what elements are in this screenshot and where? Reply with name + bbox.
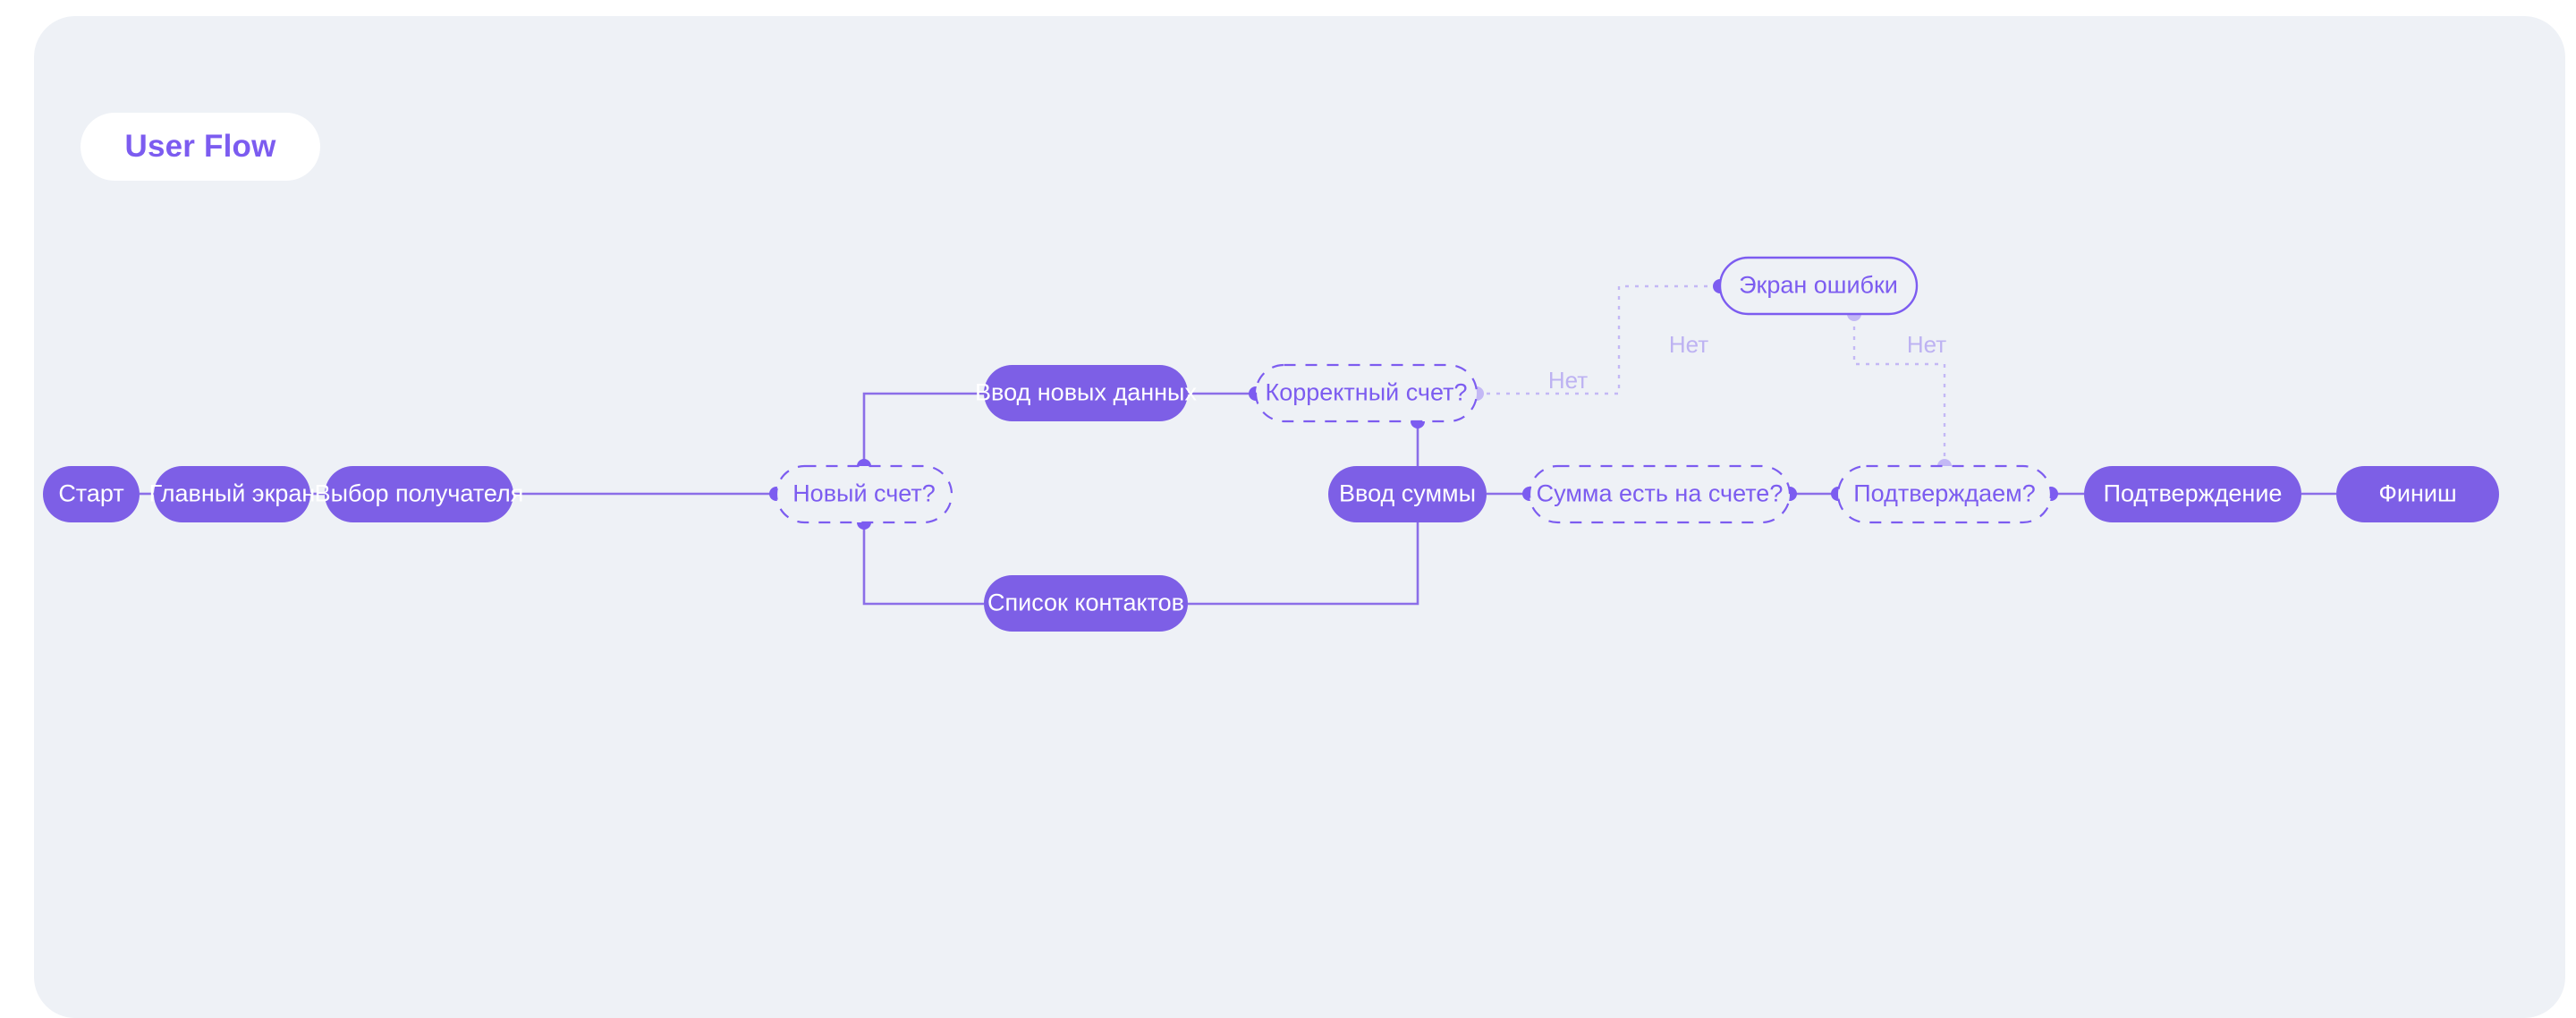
node-pick-payee-label: Выбор получателя <box>315 480 524 507</box>
node-start[interactable]: Старт <box>43 466 140 522</box>
node-finish[interactable]: Финиш <box>2336 466 2499 522</box>
node-valid-acct[interactable]: Корректный счет? <box>1254 363 1479 423</box>
node-layer[interactable]: Старт Главный экран Выбор получателя Нов… <box>43 256 2499 632</box>
node-main-screen[interactable]: Главный экран <box>149 466 316 522</box>
node-confirmation-label: Подтверждение <box>2104 480 2283 507</box>
node-pick-payee[interactable]: Выбор получателя <box>315 466 524 522</box>
edge-label-no-1: Нет <box>1548 367 1588 394</box>
node-confirmation[interactable]: Подтверждение <box>2084 466 2301 522</box>
edge-label-no-3: Нет <box>1907 331 1946 358</box>
edge-label-layer: Нет Нет Нет <box>1548 331 1946 394</box>
node-new-data-label: Ввод новых данных <box>975 379 1197 406</box>
node-contacts-label: Список контактов <box>987 590 1184 616</box>
page-title: User Flow <box>124 129 276 164</box>
user-flow-title-pill: User Flow <box>80 113 320 181</box>
node-confirm-q[interactable]: Подтверждаем? <box>1836 464 2053 524</box>
edge-contacts-to-enter-amount <box>1188 522 1419 606</box>
node-has-funds-label: Сумма есть на счете? <box>1537 480 1784 507</box>
edge-layer <box>140 279 2336 606</box>
user-flow-diagram[interactable]: Старт Главный экран Выбор получателя Нов… <box>0 0 2576 953</box>
node-finish-label: Финиш <box>2378 480 2456 507</box>
node-start-label: Старт <box>58 480 123 507</box>
node-error-screen-label: Экран ошибки <box>1739 272 1898 299</box>
edge-label-no-2: Нет <box>1669 331 1708 358</box>
node-enter-amount-label: Ввод суммы <box>1339 480 1476 507</box>
node-has-funds[interactable]: Сумма есть на счете? <box>1528 464 1792 524</box>
edge-new-account-to-new-data <box>862 392 984 466</box>
node-contacts[interactable]: Список контактов <box>984 575 1188 632</box>
node-valid-acct-label: Корректный счет? <box>1266 379 1468 406</box>
node-confirm-q-label: Подтверждаем? <box>1853 480 2035 507</box>
node-new-account-label: Новый счет? <box>792 480 936 507</box>
edge-confirm-q-to-error-screen <box>1852 314 1946 466</box>
node-new-account[interactable]: Новый счет? <box>775 464 953 524</box>
node-error-screen[interactable]: Экран ошибки <box>1718 256 1919 316</box>
node-new-data[interactable]: Ввод новых данных <box>975 365 1197 421</box>
node-main-screen-label: Главный экран <box>149 480 316 507</box>
node-enter-amount[interactable]: Ввод суммы <box>1328 466 1487 522</box>
edge-new-account-to-contacts <box>862 522 984 606</box>
edge-valid-acct-to-error-screen <box>1477 284 1720 395</box>
